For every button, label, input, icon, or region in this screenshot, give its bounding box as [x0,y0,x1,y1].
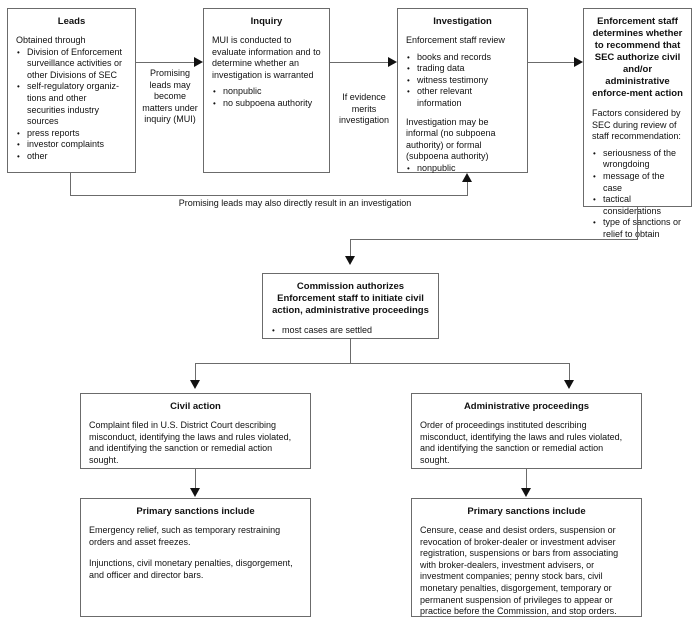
node-investigation-note-bullets: nonpublic [406,163,519,175]
connector-civil-action-down [195,469,196,489]
connector-commission-down [350,339,351,364]
node-admin-sanctions: Primary sanctions include Censure, cease… [411,498,642,617]
node-investigation-bullets: books and records trading data witness t… [406,52,519,110]
connector-recommendation-left [350,239,638,240]
node-admin-sanctions-paragraph: Censure, cease and desist orders, suspen… [420,525,619,617]
list-item: self-regulatory organiz-tions and other … [16,81,127,127]
list-item: press reports [16,128,127,140]
node-civil-sanctions: Primary sanctions include Emergency reli… [80,498,311,617]
node-civil-action-title: Civil action [170,401,221,412]
arrowhead-into-administrative-proceedings [564,380,574,389]
edge-label-leads-direct: Promising leads may also directly result… [178,198,412,208]
node-recommendation-bullets: seriousness of the wrongdoing message of… [592,148,683,241]
node-leads-title: Leads [57,16,86,27]
connector-leads-direct-horizontal [70,195,467,196]
node-recommendation: Enforcement staff determines whether to … [583,8,692,239]
node-administrative-proceedings: Administrative proceedings Order of proc… [411,393,642,469]
arrowhead-into-civil-sanctions [190,488,200,497]
list-item: other [16,151,127,163]
node-commission: Commission authorizes Enforcement staff … [262,273,439,339]
node-inquiry-title: Inquiry [250,16,283,27]
node-leads: Leads Obtained through Division of Enfor… [7,8,136,173]
node-investigation-title: Investigation [433,16,492,27]
connector-split-right [569,363,570,380]
arrowhead-into-commission [345,256,355,265]
list-item: investor complaints [16,139,127,151]
node-civil-sanctions-paragraph: Emergency relief, such as temporary rest… [89,525,281,547]
edge-label-inquiry-to-investigation: If evidence merits investigation [338,92,390,126]
connector-commission-riser [350,239,351,256]
node-investigation: Investigation Enforcement staff review b… [397,8,528,175]
arrowhead-leads-to-inquiry [194,57,203,67]
node-recommendation-title: Enforcement staff determines whether to … [592,16,683,99]
list-item: nonpublic [406,163,519,175]
connector-investigation-to-recommendation [528,62,574,63]
list-item: no subpoena authority [212,98,321,110]
list-item: tactical considerations [592,194,683,217]
arrowhead-into-admin-sanctions [521,488,531,497]
connector-recommendation-down [637,207,638,240]
list-item: seriousness of the wrongdoing [592,148,683,171]
node-leads-bullets: Division of Enforcement surveillance act… [16,47,127,163]
node-inquiry-intro: MUI is conducted to evaluate information… [212,35,321,80]
node-inquiry: Inquiry MUI is conducted to evaluate inf… [203,8,330,173]
connector-leads-to-inquiry [136,62,194,63]
connector-commission-split [195,363,570,364]
node-commission-title: Commission authorizes Enforcement staff … [272,281,429,316]
edge-label-leads-to-inquiry: Promising leads may become matters under… [142,68,198,125]
node-civil-sanctions-paragraph: Injunctions, civil monetary penalties, d… [89,558,293,580]
list-item: most cases are settled [271,325,430,337]
connector-leads-direct-vertical [70,173,71,196]
node-leads-intro: Obtained through [16,35,86,45]
connector-leads-direct-riser [467,181,468,196]
node-civil-action: Civil action Complaint filed in U.S. Dis… [80,393,311,469]
node-civil-action-body: Complaint filed in U.S. District Court d… [89,420,292,465]
list-item: message of the case [592,171,683,194]
arrowhead-inquiry-to-investigation [388,57,397,67]
list-item: other relevant information [406,86,519,109]
node-admin-sanctions-title: Primary sanctions include [467,506,586,517]
node-recommendation-intro: Factors considered by SEC during review … [592,108,681,142]
list-item: books and records [406,52,519,64]
arrowhead-investigation-to-recommendation [574,57,583,67]
node-investigation-intro: Enforcement staff review [406,35,505,45]
connector-split-left [195,363,196,380]
list-item: nonpublic [212,86,321,98]
node-administrative-proceedings-body: Order of proceedings instituted describi… [420,420,623,465]
list-item: trading data [406,63,519,75]
list-item: Division of Enforcement surveillance act… [16,47,127,82]
node-administrative-proceedings-title: Administrative proceedings [463,401,590,412]
node-investigation-note: Investigation may be informal (no subpoe… [406,116,496,162]
list-item: type of sanctions or relief to obtain [592,217,683,240]
arrowhead-into-civil-action [190,380,200,389]
node-commission-bullets: most cases are settled [271,325,430,337]
node-inquiry-bullets: nonpublic no subpoena authority [212,86,321,109]
connector-administrative-down [526,469,527,489]
connector-inquiry-to-investigation [330,62,388,63]
node-civil-sanctions-title: Primary sanctions include [136,506,255,517]
list-item: witness testimony [406,75,519,87]
arrowhead-leads-direct [462,173,472,182]
